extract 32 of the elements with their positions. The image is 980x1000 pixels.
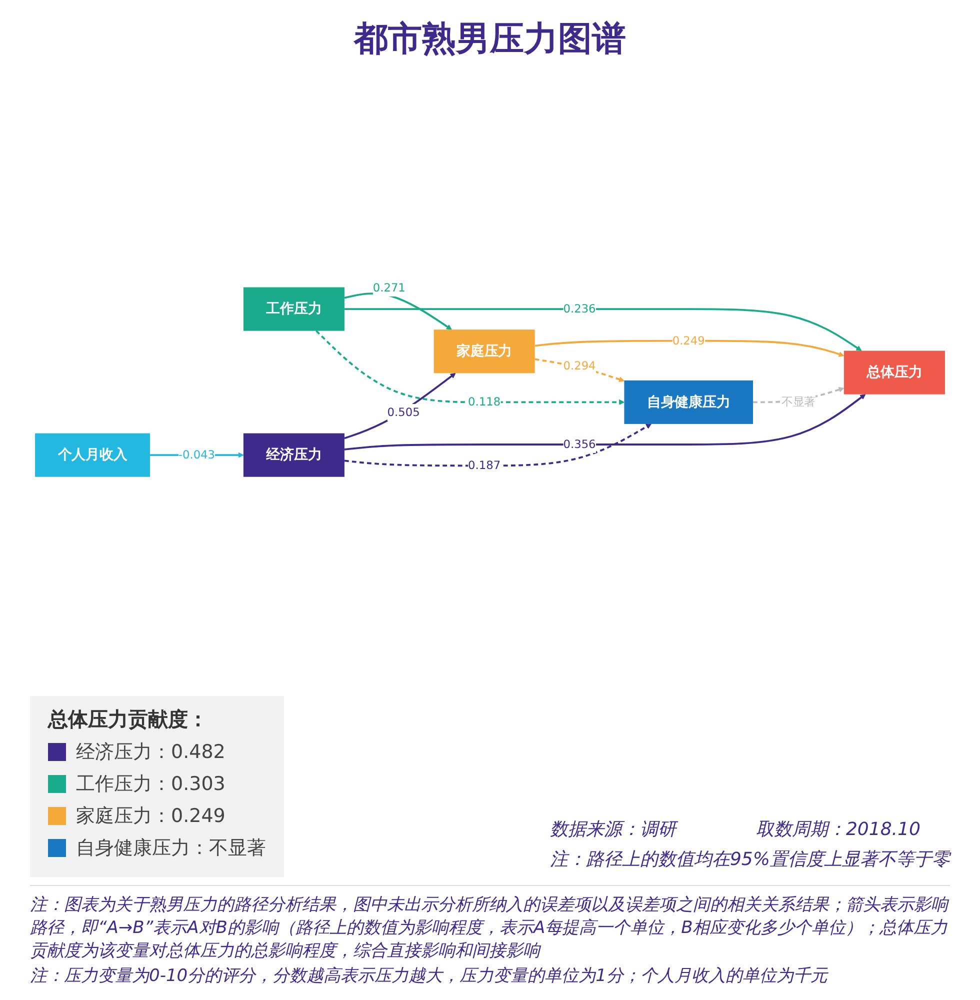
edge-label: 0.187	[468, 459, 501, 472]
legend-label: 经济压力：0.482	[76, 740, 226, 766]
edge-label: -0.043	[178, 448, 216, 462]
legend-title: 总体压力贡献度：	[48, 706, 209, 734]
chart-title: 都市熟男压力图谱	[352, 18, 627, 61]
node-box: 工作压力	[243, 287, 344, 331]
node-box: 自身健康压力	[624, 380, 753, 424]
edge-label: 0.505	[387, 406, 420, 420]
node-box: 总体压力	[844, 350, 945, 394]
arrow	[344, 308, 862, 351]
note-text: 注：路径上的数值均在95%置信度上显著不等于零	[550, 848, 950, 872]
node-box: 个人月收入	[35, 433, 150, 477]
arrow	[344, 394, 866, 450]
note-text: 注：图表为关于熟男压力的路径分析结果，图中未出示分析所纳入的误差项以及误差项之间的相关关系结果；箭头表示影响路径，即“A→B”表示A对B的影响（路径上的数值为影响程度，表示A每提高一个单位，B相应变化多少个单位）；总体压力贡献度为该变量对总体压力的总影响程度，综合直接影响和间接影响	[30, 894, 950, 964]
edge-label: 0.249	[672, 334, 705, 348]
edge-label: 0.356	[563, 438, 596, 452]
legend-label: 家庭压力：0.249	[76, 804, 226, 830]
edge-label: 0.118	[468, 396, 501, 409]
arrow	[344, 372, 456, 440]
edge-label: 不显著	[781, 396, 816, 409]
period-note: 取数周期：2018.10	[756, 818, 920, 842]
edge-label: 0.236	[563, 302, 596, 316]
node-box: 经济压力	[243, 433, 344, 477]
legend-label: 自身健康压力：不显著	[76, 836, 266, 862]
arrow	[344, 424, 652, 467]
edge-label: 0.294	[563, 360, 596, 373]
edge-label: 0.271	[372, 281, 406, 295]
note-text: 注：压力变量为0-10分的评分，分数越高表示压力越大，压力变量的单位为1分；个人月收入的单位为千元	[30, 965, 830, 988]
source-note: 数据来源：调研	[550, 817, 676, 842]
arrow	[534, 340, 844, 357]
node-box: 家庭压力	[434, 330, 535, 374]
legend-label: 工作压力：0.303	[76, 772, 226, 798]
